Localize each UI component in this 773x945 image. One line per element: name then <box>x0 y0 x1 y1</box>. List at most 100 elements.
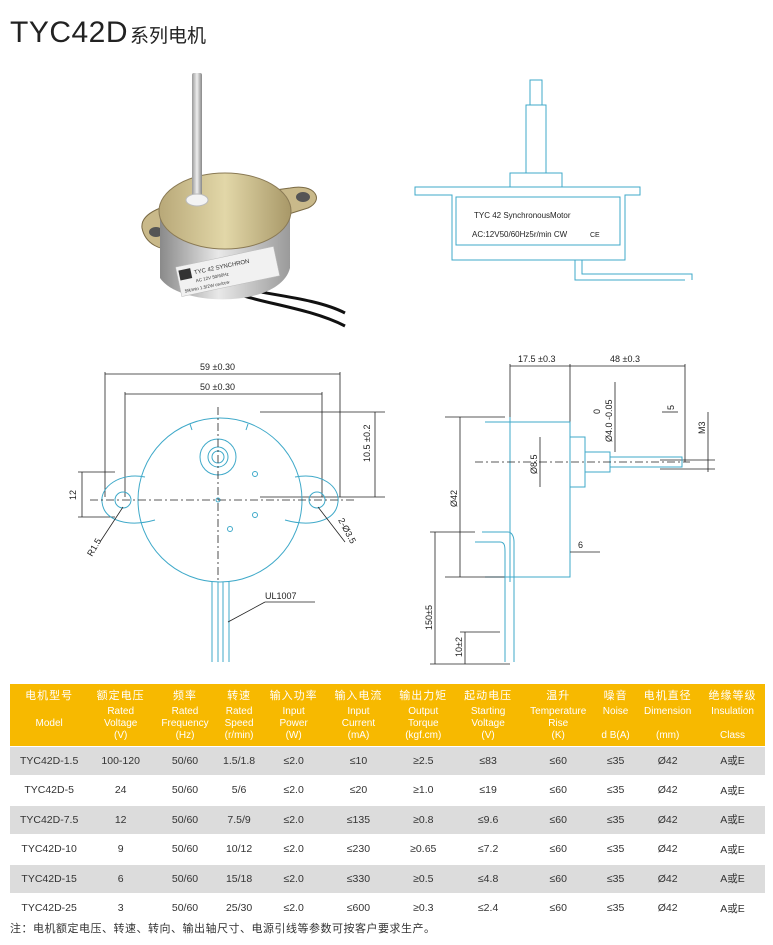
column-header-en: (V) <box>481 730 495 741</box>
ce-mark: CE <box>590 232 600 239</box>
profile-drawing: 17.5 ±0.3 48 ±0.3 Ø4.0 -0.05 0 5 M3 Ø8.5… <box>424 354 715 665</box>
column-header-en <box>11 730 87 742</box>
table-cell: ≥2.5 <box>390 746 456 777</box>
table-cell: ≤60 <box>520 804 596 836</box>
table-cell: ≤35 <box>595 893 636 924</box>
dim-150: 150±5 <box>424 605 434 630</box>
table-cell: A或E <box>700 746 765 777</box>
table-cell: ≥0.8 <box>390 804 456 836</box>
dim-shaft-tol0: 0 <box>592 409 602 414</box>
table-cell: ≥0.65 <box>390 834 456 865</box>
table-cell: ≤2.4 <box>455 893 521 924</box>
table-cell: ≤60 <box>520 893 596 924</box>
column-header-zh: 频率 <box>173 690 198 702</box>
table-cell: ≤35 <box>595 775 636 806</box>
table-cell: ≤330 <box>326 863 391 895</box>
column-header-en: d B(A) <box>601 730 630 741</box>
column-header-en <box>636 718 699 730</box>
dim-shaft: Ø4.0 -0.05 <box>604 399 614 442</box>
dim-holes: 2-Ø3.5 <box>336 516 358 545</box>
table-cell: 25/30 <box>216 893 262 924</box>
table-cell: ≤60 <box>520 863 596 895</box>
table-cell: ≤135 <box>326 804 391 836</box>
front-view-drawing: 59 ±0.30 50 ±0.30 10.5 ±0.2 12 R1.5 2-Ø3… <box>68 362 385 662</box>
column-header-en: Frequency <box>161 718 209 729</box>
column-header-en: Rated <box>225 706 253 717</box>
column-header-en: Input <box>282 706 305 717</box>
column-header-zh: 噪音 <box>603 690 628 702</box>
table-cell: 50/60 <box>153 863 217 895</box>
table-cell: Ø42 <box>635 863 701 895</box>
table-cell: TYC42D-1.5 <box>10 746 89 777</box>
dim-12: 12 <box>68 490 78 500</box>
dim-59: 59 ±0.30 <box>200 362 235 372</box>
column-header-en: Rated <box>171 706 199 717</box>
column-header-zh: 绝缘等级 <box>708 690 757 702</box>
column-header-en: Starting <box>470 706 506 717</box>
dim-17-5: 17.5 ±0.3 <box>518 354 555 364</box>
column-header-en: Torque <box>407 718 439 729</box>
table-cell: A或E <box>700 804 765 836</box>
table-cell: ≥0.3 <box>390 893 456 924</box>
table-cell: ≤35 <box>595 804 636 836</box>
side-label-line1: TYC 42 SynchronousMotor <box>474 211 571 220</box>
page-title: TYC42D 系列电机 <box>10 8 206 48</box>
dim-5: 5 <box>666 405 676 410</box>
table-cell: ≤7.2 <box>455 834 521 865</box>
dim-10: 10±2 <box>454 637 464 657</box>
table-cell: Ø42 <box>635 775 701 806</box>
table-cell: ≤35 <box>595 746 636 777</box>
table-cell: TYC42D-25 <box>10 893 89 924</box>
table-cell: A或E <box>700 775 765 806</box>
table-cell: 3 <box>88 893 154 924</box>
table-cell: Ø42 <box>635 746 701 777</box>
table-cell: ≤2.0 <box>261 775 327 806</box>
column-header-en: (r/min) <box>224 730 254 741</box>
table-cell: ≤2.0 <box>261 804 327 836</box>
table-cell: ≤35 <box>595 863 636 895</box>
column-header-zh: 电机直径 <box>643 690 692 702</box>
column-header-zh: 温升 <box>546 690 571 702</box>
dim-50: 50 ±0.30 <box>200 382 235 392</box>
column-header-en <box>701 718 764 730</box>
column-header-zh: 输入功率 <box>269 690 318 702</box>
table-cell: A或E <box>700 863 765 895</box>
column-header-en: (mA) <box>347 730 370 741</box>
table-cell: 50/60 <box>153 804 217 836</box>
table-cell: A或E <box>700 893 765 924</box>
table-cell: ≤2.0 <box>261 893 327 924</box>
motor-photo: TYC 42 SYNCHRON AC 12V 50/60Hz 5R/min 1.… <box>141 73 346 328</box>
table-cell: ≤2.0 <box>261 863 327 895</box>
table-cell: ≤60 <box>520 746 596 777</box>
table-cell: 50/60 <box>153 746 217 777</box>
dim-8-5: Ø8.5 <box>529 454 539 474</box>
table-cell: 50/60 <box>153 775 217 806</box>
table-cell: ≤10 <box>326 746 391 777</box>
side-label-line2: AC:12V50/60Hz5r/min CW <box>472 230 568 239</box>
table-cell: ≤2.0 <box>261 746 327 777</box>
table-cell: 50/60 <box>153 893 217 924</box>
table-cell: 15/18 <box>216 863 262 895</box>
table-cell: TYC42D-10 <box>10 834 89 865</box>
table-cell: 1.5/1.8 <box>216 746 262 777</box>
table-cell: ≤60 <box>520 775 596 806</box>
column-header-zh: 输入电流 <box>334 690 383 702</box>
table-cell: Ø42 <box>635 834 701 865</box>
column-header-en: Dimension <box>644 706 692 717</box>
column-header-zh: 转速 <box>227 690 252 702</box>
column-header-en: Model <box>35 718 63 729</box>
column-header-zh: 输出力矩 <box>399 690 448 702</box>
dim-m3: M3 <box>697 421 707 434</box>
table-cell: 9 <box>88 834 154 865</box>
table-cell: 7.5/9 <box>216 804 262 836</box>
column-header-en <box>11 706 87 718</box>
